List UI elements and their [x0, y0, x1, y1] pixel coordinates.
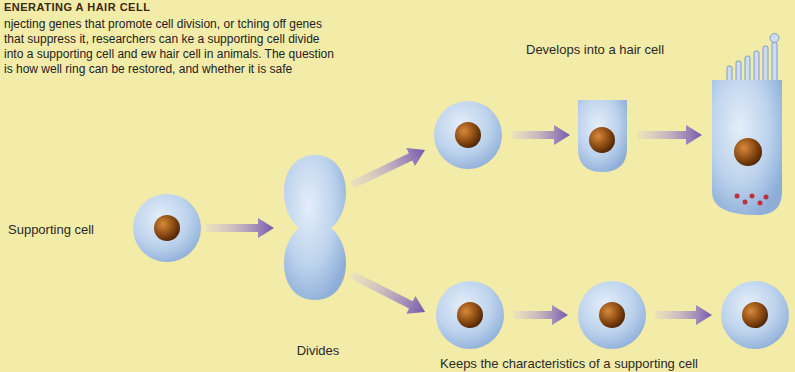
supporting-cell [133, 194, 201, 262]
cell-node: Supporting cell [4, 195, 204, 261]
cell-label: Keeps the characteristics of a supportin… [440, 356, 698, 372]
heading: ENERATING A HAIR CELL [4, 1, 150, 13]
cell-label: Supporting cell [8, 222, 94, 238]
cell-label: Develops into a hair cell [526, 42, 664, 58]
daughter-cell [436, 281, 504, 349]
daughter-cell [434, 101, 502, 169]
cell-node: Develops into a hair cell [520, 30, 788, 218]
hair-cell [712, 80, 782, 215]
arrow [348, 141, 430, 194]
cell-label: Divides [276, 343, 360, 359]
nucleus [599, 302, 625, 328]
arrow [206, 218, 274, 238]
arrow [655, 305, 712, 325]
elongating-cell [578, 100, 627, 172]
arrow [347, 266, 429, 321]
nucleus [457, 302, 483, 328]
stereocilia [727, 34, 779, 83]
nucleus [154, 215, 180, 241]
arrow [514, 305, 568, 325]
nucleus [589, 127, 615, 153]
supporting-cell [721, 281, 789, 349]
intro-text: njecting genes that promote cell divisio… [4, 17, 342, 77]
supporting-cell [578, 281, 646, 349]
nucleus [734, 138, 762, 166]
arrow [638, 125, 702, 145]
nucleus [742, 302, 768, 328]
cell-node: Divides [276, 150, 360, 365]
dividing-cell [284, 155, 346, 300]
vesicles [735, 194, 769, 206]
arrow [512, 125, 570, 145]
nucleus [455, 122, 481, 148]
cell-node: Keeps the characteristics of a supportin… [430, 276, 792, 372]
